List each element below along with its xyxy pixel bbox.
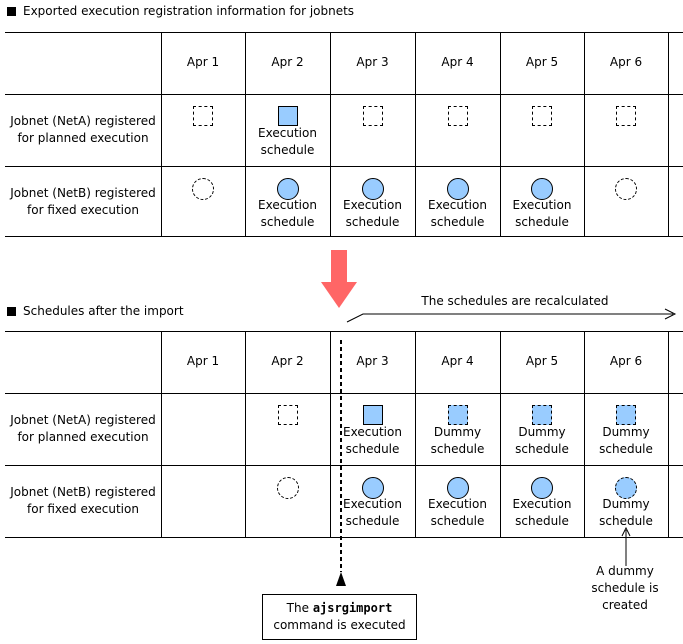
dummy-square-icon: [447, 405, 468, 425]
command-line-1: The ajsrgimport: [263, 600, 416, 617]
bullet-square-icon: [7, 306, 16, 316]
bullet-square-icon: [7, 6, 16, 16]
table-column-divider: [161, 32, 162, 236]
day-header: Apr 3: [356, 55, 389, 69]
no-schedule-square-icon: [277, 405, 298, 425]
day-header: Apr 4: [441, 354, 474, 368]
no-schedule-circle-icon: [276, 477, 299, 499]
schedule-label: Execution schedule: [343, 497, 402, 528]
execution-circle-icon: [361, 477, 384, 499]
table-row-divider: [5, 32, 683, 33]
day-header: Apr 6: [609, 55, 643, 69]
execution-circle-icon: [531, 178, 553, 200]
day-header: Apr 1: [186, 354, 220, 368]
no-schedule-square-icon: [616, 106, 636, 126]
day-header: Apr 6: [609, 354, 643, 368]
table-column-divider: [161, 331, 162, 537]
bottom-section-heading: Schedules after the import: [7, 304, 184, 318]
row-label: Jobnet (NetA) registered for planned exe…: [10, 413, 156, 444]
no-schedule-square-icon: [532, 106, 552, 126]
schedule-label: Execution schedule: [512, 198, 572, 229]
table-column-divider: [584, 32, 585, 236]
import-down-arrow-icon: [319, 250, 359, 310]
schedule-label: Execution schedule: [428, 497, 487, 528]
table-row-divider: [5, 236, 683, 237]
table-row-divider: [5, 331, 683, 332]
dummy-schedule-note: A dummy schedule is created: [591, 564, 659, 612]
recalculated-note: The schedules are recalculated: [421, 294, 609, 308]
schedule-label: Dummy schedule: [599, 497, 653, 528]
day-header: Apr 5: [525, 55, 559, 69]
table-row-divider: [5, 537, 683, 538]
no-schedule-square-icon: [362, 106, 383, 126]
top-heading-text: Exported execution registration informat…: [23, 4, 355, 18]
command-prefix: The: [286, 601, 309, 615]
table-row-divider: [5, 465, 683, 466]
execution-circle-icon: [276, 178, 299, 200]
table-row-divider: [5, 393, 683, 394]
schedule-label: Dummy schedule: [430, 425, 485, 456]
table-column-divider: [500, 331, 501, 537]
day-header: Apr 2: [271, 55, 304, 69]
table-row-divider: [5, 94, 683, 95]
day-header: Apr 4: [441, 55, 474, 69]
command-name: ajsrgimport: [312, 601, 393, 615]
day-header: Apr 1: [186, 55, 220, 69]
top-section-heading: Exported execution registration informat…: [7, 4, 354, 18]
command-executed-callout: The ajsrgimport command is executed: [262, 594, 417, 640]
execution-circle-icon: [446, 178, 469, 200]
recalculated-arrow-icon: [346, 308, 677, 323]
bottom-heading-text: Schedules after the import: [23, 304, 184, 318]
schedule-label: Execution schedule: [343, 198, 402, 229]
table-row-divider: [5, 166, 683, 167]
table-column-divider: [668, 331, 669, 537]
execution-circle-icon: [361, 178, 384, 200]
table-column-divider: [245, 331, 246, 537]
day-header: Apr 3: [356, 354, 389, 368]
no-schedule-circle-icon: [615, 178, 637, 200]
row-label: Jobnet (NetB) registered for fixed execu…: [10, 186, 156, 217]
table-column-divider: [415, 331, 416, 537]
row-label: Jobnet (NetA) registered for planned exe…: [10, 114, 156, 145]
schedule-label: Execution schedule: [258, 198, 317, 229]
import-timing-line: [336, 340, 346, 586]
table-column-divider: [584, 331, 585, 537]
dummy-note-arrow-icon: [621, 526, 631, 566]
no-schedule-square-icon: [193, 106, 213, 126]
table-column-divider: [330, 331, 331, 537]
schedule-label: Execution schedule: [428, 198, 487, 229]
table-column-divider: [500, 32, 501, 236]
schedule-label: Dummy schedule: [515, 425, 569, 456]
execution-circle-icon: [531, 477, 553, 499]
day-header: Apr 2: [271, 354, 304, 368]
arrow-head: [321, 282, 357, 308]
row-label: Jobnet (NetB) registered for fixed execu…: [10, 485, 156, 516]
schedule-label: Dummy schedule: [599, 425, 653, 456]
schedule-label: Execution schedule: [343, 425, 402, 456]
execution-square-icon: [277, 106, 298, 126]
table-column-divider: [330, 32, 331, 236]
dummy-circle-icon: [615, 477, 637, 499]
arrow-shaft: [331, 250, 347, 284]
dummy-square-icon: [616, 405, 636, 425]
day-header: Apr 5: [525, 354, 559, 368]
table-column-divider: [415, 32, 416, 236]
dummy-square-icon: [532, 405, 552, 425]
no-schedule-circle-icon: [192, 178, 214, 200]
schedule-label: Execution schedule: [512, 497, 572, 528]
schedule-label: Execution schedule: [258, 126, 317, 157]
table-column-divider: [668, 32, 669, 236]
no-schedule-square-icon: [447, 106, 468, 126]
table-column-divider: [245, 32, 246, 236]
command-suffix: command is executed: [273, 618, 406, 632]
execution-square-icon: [362, 405, 383, 425]
execution-circle-icon: [446, 477, 469, 499]
